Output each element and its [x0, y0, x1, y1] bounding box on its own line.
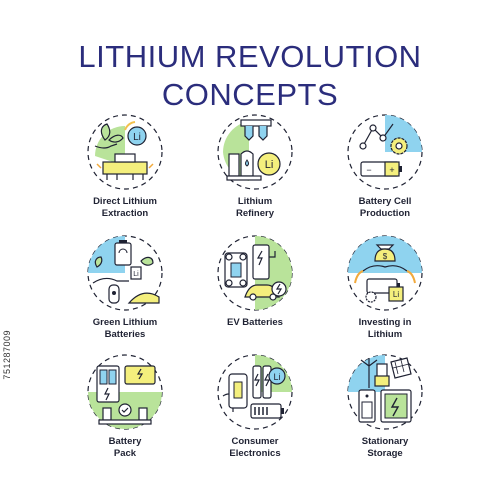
stock-id-text: 751287009: [2, 330, 12, 380]
title-line-2: CONCEPTS: [161, 77, 339, 112]
li-badge: Li: [133, 271, 139, 278]
investing-in-lithium-icon: $ Li: [347, 235, 423, 311]
consumer-electronics-icon: Li: [217, 354, 293, 430]
plus-sign: +: [389, 165, 394, 175]
stationary-storage-icon: [347, 354, 423, 430]
lithium-refinery-icon: Li: [217, 114, 293, 190]
li-badge: Li: [273, 372, 280, 382]
li-badge: Li: [393, 290, 399, 299]
li-badge: Li: [133, 132, 141, 143]
minus-sign: −: [366, 165, 371, 175]
battery-pack-icon: [87, 354, 163, 430]
concept-label: EV Batteries: [227, 317, 283, 328]
battery-cell-production-icon: − +: [347, 114, 423, 190]
li-badge: Li: [265, 159, 274, 171]
concept-ev-batteries: EV Batteries: [190, 233, 320, 351]
dollar-sign: $: [383, 252, 388, 261]
green-lithium-batteries-icon: Li: [87, 235, 163, 311]
page-title: LITHIUM REVOLUTION CONCEPTS: [0, 38, 500, 114]
ev-batteries-icon: [217, 235, 293, 311]
title-line-1: LITHIUM REVOLUTION: [78, 39, 422, 74]
direct-lithium-extraction-icon: Li: [87, 114, 163, 190]
